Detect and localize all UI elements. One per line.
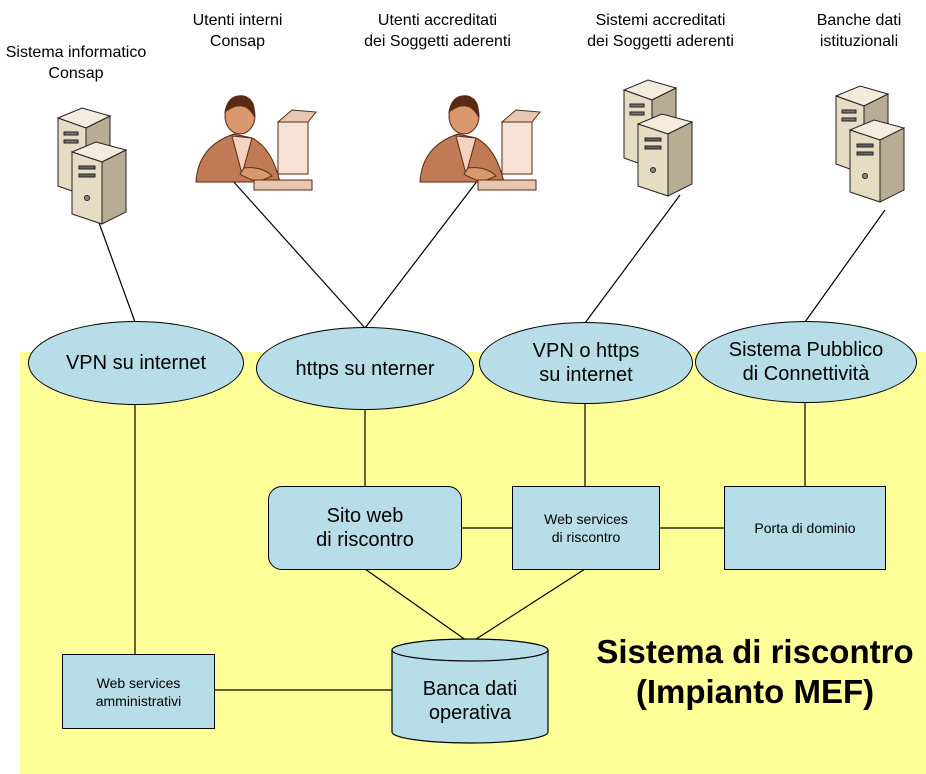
line-internal-https [231, 179, 366, 329]
user-at-computer-icon [419, 95, 541, 191]
line-db-spc [804, 209, 886, 323]
channel-https: https su nterner [256, 327, 474, 410]
connector-lines [97, 179, 886, 691]
server-icon [622, 79, 694, 197]
line-ws-db [469, 568, 586, 644]
line-accredited-https [364, 179, 479, 329]
server-icon [834, 85, 906, 203]
channel-vpn: VPN su internet [28, 321, 244, 405]
system-title: Sistema di riscontro(Impianto MEF) [596, 633, 914, 710]
server-icon [56, 107, 128, 225]
database-cylinder [391, 638, 549, 744]
porta-di-dominio: Porta di dominio [724, 486, 886, 570]
line-consap-vpn [97, 219, 136, 323]
line-systems-vpnhttps [584, 194, 681, 324]
line-sito-db [364, 568, 471, 644]
user-at-computer-icon [195, 95, 317, 191]
